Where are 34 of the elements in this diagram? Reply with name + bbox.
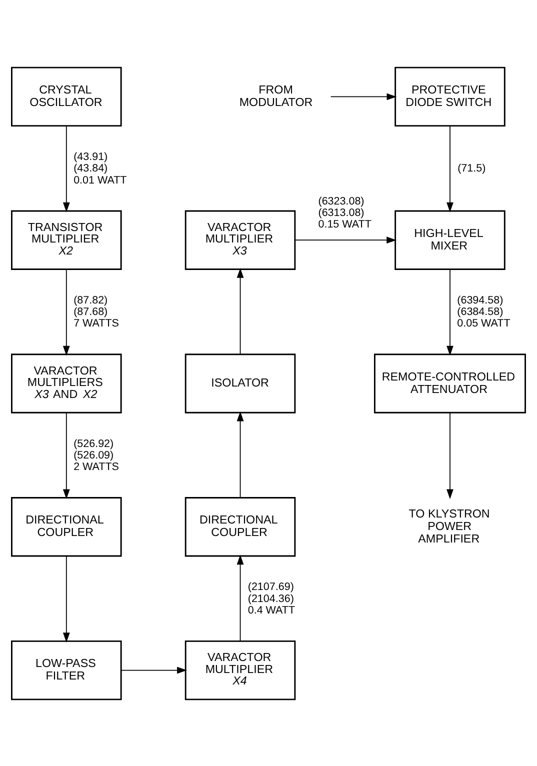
arrow (446, 124, 454, 212)
arrow (62, 124, 70, 212)
node-box: LOW-PASS FILTER (11, 640, 122, 700)
node-box: HIGH-LEVEL MIXER (394, 210, 506, 270)
node-box: ISOLATOR (184, 353, 296, 413)
arrow (120, 666, 187, 674)
arrow (62, 555, 70, 642)
edge-label: (6394.58) (6384.58) 0.05 WATT (457, 294, 510, 330)
arrow (446, 268, 454, 356)
arrow (236, 554, 244, 642)
arrow (236, 267, 244, 354)
node-box: DIRECTIONAL COUPLER (11, 496, 122, 556)
arrow (236, 410, 244, 498)
edge-label: (87.82) (87.68) 7 WATTS (74, 294, 119, 330)
node-box: VARACTOR MULTIPLIER X4 (184, 640, 296, 700)
node-box: TRANSISTOR MULTIPLIER X2 (11, 210, 122, 270)
node-box: VARACTOR MULTIPLIER X3 (184, 210, 296, 270)
node-box: DIRECTIONAL COUPLER (184, 496, 296, 556)
edge-label: (6323.08) (6313.08) 0.15 WATT (318, 194, 372, 230)
node-box: REMOTE-CONTROLLED ATTENUATOR (374, 353, 526, 413)
arrow (294, 236, 396, 244)
edge-label: (43.91) (43.84) 0.01 WATT (74, 150, 127, 186)
arrow (62, 268, 70, 356)
node-text: FROM MODULATOR (239, 82, 313, 109)
edge-label: (2107.69) (2104.36) 0.4 WATT (248, 580, 296, 616)
edge-label: (526.92) (526.09) 2 WATTS (74, 437, 119, 473)
node-text: TO KLYSTRON POWER AMPLIFIER (408, 506, 490, 545)
arrow (330, 92, 397, 100)
edge-label: (71.5) (458, 162, 486, 174)
arrow (62, 412, 70, 499)
node-box: CRYSTAL OSCILLATOR (11, 66, 122, 126)
node-box: PROTECTIVE DIODE SWITCH (394, 66, 506, 126)
arrow (446, 412, 454, 499)
node-box: VARACTOR MULTIPLIERS X3 AND X2 (11, 353, 122, 413)
